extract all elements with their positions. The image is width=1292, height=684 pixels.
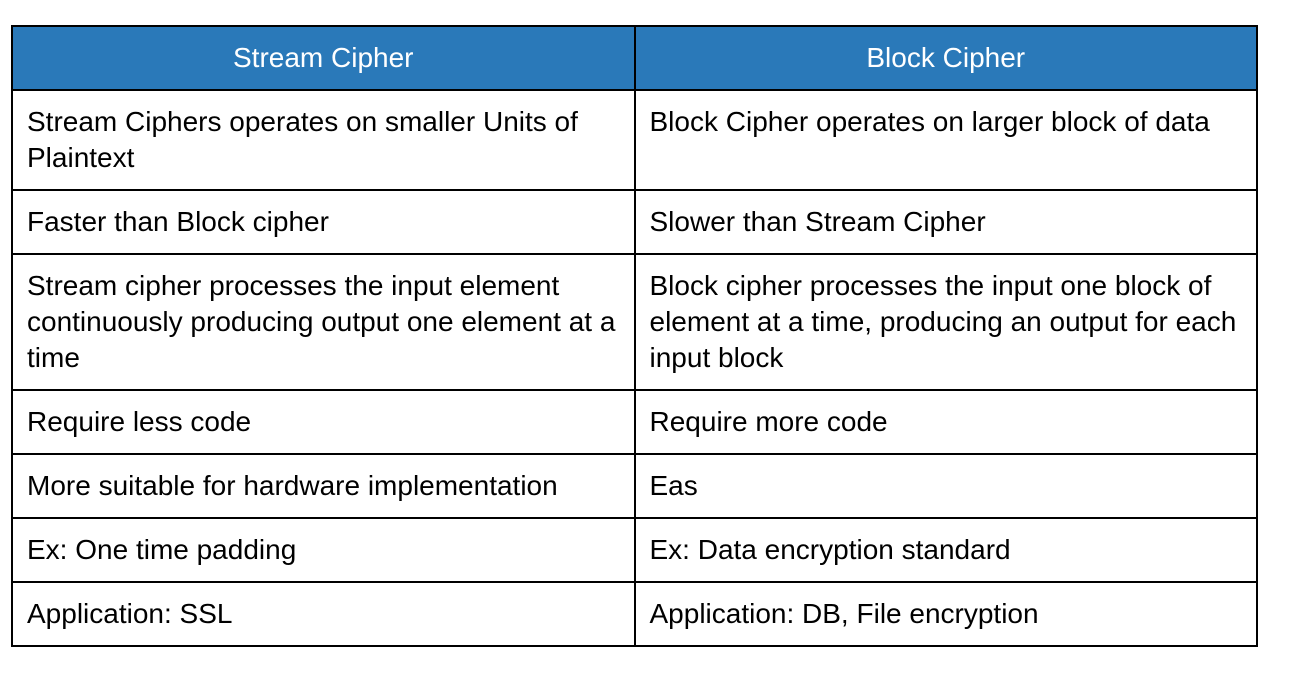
block-cipher-cell: Eas (633, 453, 1258, 519)
table-row: More suitable for hardware implementatio… (11, 453, 1258, 519)
column-header-stream-cipher: Stream Cipher (11, 25, 636, 91)
header-row: Stream Cipher Block Cipher (11, 25, 1258, 91)
block-cipher-cell: Slower than Stream Cipher (633, 189, 1258, 255)
stream-cipher-cell: Stream Ciphers operates on smaller Units… (11, 89, 636, 191)
table-row: Faster than Block cipher Slower than Str… (11, 189, 1258, 255)
block-cipher-cell: Application: DB, File encryption (633, 581, 1258, 647)
block-cipher-cell: Block cipher processes the input one blo… (633, 253, 1258, 391)
table-row: Stream cipher processes the input elemen… (11, 253, 1258, 391)
stream-cipher-cell: Faster than Block cipher (11, 189, 636, 255)
cipher-comparison-table: Stream Cipher Block Cipher Stream Cipher… (11, 25, 1258, 647)
table-row: Stream Ciphers operates on smaller Units… (11, 89, 1258, 191)
stream-cipher-cell: More suitable for hardware implementatio… (11, 453, 636, 519)
stream-cipher-cell: Application: SSL (11, 581, 636, 647)
table-row: Application: SSL Application: DB, File e… (11, 581, 1258, 647)
stream-cipher-cell: Ex: One time padding (11, 517, 636, 583)
table-row: Require less code Require more code (11, 389, 1258, 455)
column-header-block-cipher: Block Cipher (633, 25, 1258, 91)
block-cipher-cell: Ex: Data encryption standard (633, 517, 1258, 583)
block-cipher-cell: Require more code (633, 389, 1258, 455)
stream-cipher-cell: Stream cipher processes the input elemen… (11, 253, 636, 391)
table-row: Ex: One time padding Ex: Data encryption… (11, 517, 1258, 583)
block-cipher-cell: Block Cipher operates on larger block of… (633, 89, 1258, 191)
stream-cipher-cell: Require less code (11, 389, 636, 455)
